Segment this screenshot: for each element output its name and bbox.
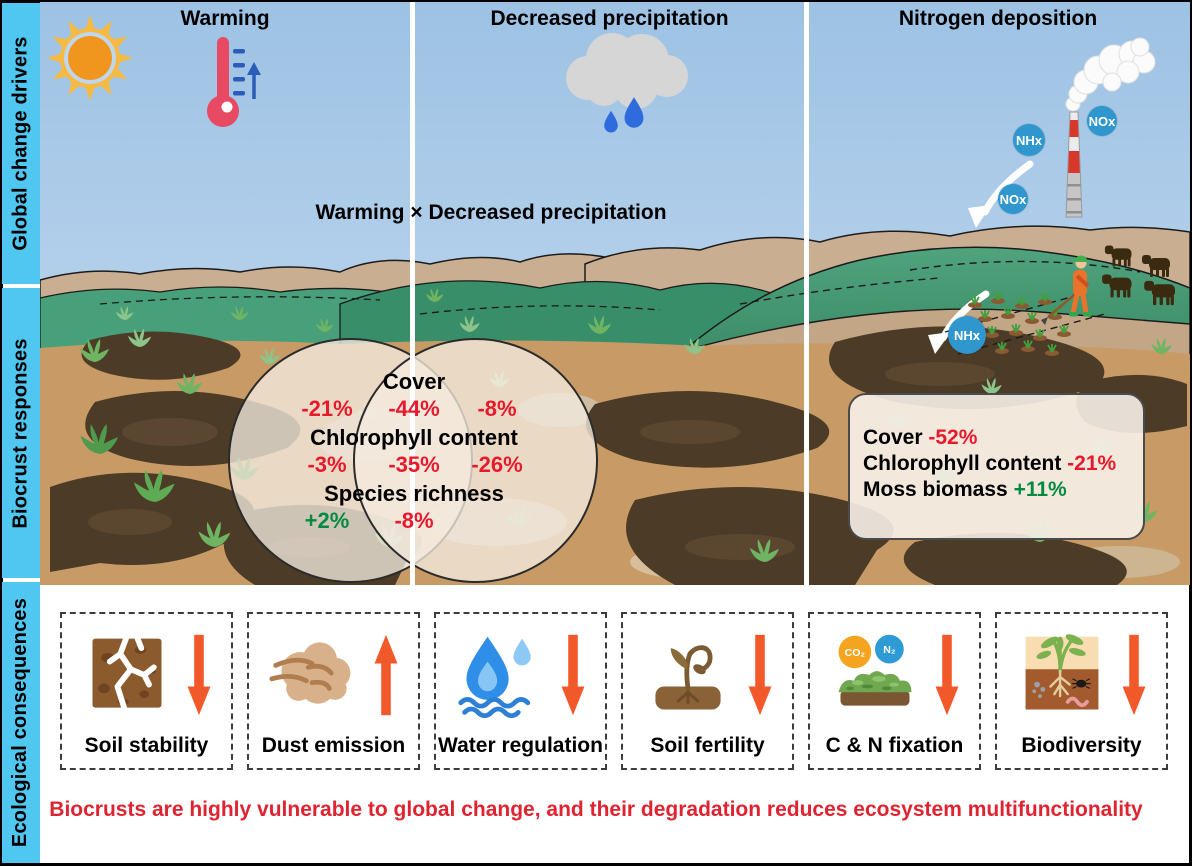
sidebar-section-biocrust-responses: Biocrust responses <box>2 288 40 578</box>
nitrogen-moss-value: +11% <box>1013 478 1067 501</box>
consequence-box-cn-fixation: CO₂ N₂ C & N fixation <box>808 612 981 770</box>
sidebar-label: Biocrust responses <box>9 337 32 529</box>
consequence-label: Biodiversity <box>1021 734 1142 757</box>
smokestack-icon <box>1065 37 1156 218</box>
chlorophyll-warming-value: -3% <box>307 452 347 477</box>
soil-fertility-icon <box>655 645 721 710</box>
worm-icon <box>1065 696 1089 708</box>
water-regulation-icon <box>458 636 531 719</box>
beetle-icon <box>1071 678 1091 689</box>
co2-label: CO₂ <box>845 647 866 659</box>
soil-stability-icon <box>92 635 162 711</box>
precipitation-title: Decreased precipitation <box>490 7 729 30</box>
sidebar-label: Ecological consequences <box>9 597 32 848</box>
n2-label: N₂ <box>883 644 896 656</box>
sun-icon <box>47 15 133 101</box>
cover-warming-value: -21% <box>301 396 353 421</box>
trend-up-arrow-icon <box>374 634 398 716</box>
nitrogen-response-box: Cover -52% Chlorophyll content -21% Moss… <box>848 393 1145 540</box>
consequence-box-soil-stability: Soil stability <box>60 612 233 770</box>
consequence-box-dust-emission: Dust emission <box>247 612 420 770</box>
consequence-label: Soil stability <box>84 734 209 757</box>
consequence-box-water-regulation: Water regulation <box>434 612 607 770</box>
venn-values-chlorophyll: -3% -35% -26% <box>239 452 589 478</box>
consequence-label: C & N fixation <box>825 734 964 757</box>
cover-combined-value: -44% <box>388 396 440 421</box>
panel-divider <box>804 2 809 585</box>
chlorophyll-combined-value: -35% <box>388 452 440 477</box>
consequence-label: Water regulation <box>438 734 603 757</box>
venn-label-cover: Cover <box>382 369 446 394</box>
nitrogen-chlorophyll-line: Chlorophyll content -21% <box>863 452 1117 475</box>
venn-values-cover: -21% -44% -8% <box>239 396 589 422</box>
nitrogen-cover-line: Cover -52% <box>863 426 978 449</box>
trend-down-arrow-icon <box>935 634 959 716</box>
summary-text: Biocrusts are highly vulnerable to globa… <box>49 798 1143 821</box>
nox-bubble: NOx <box>998 184 1028 214</box>
consequence-label: Dust emission <box>261 734 406 757</box>
consequence-box-biodiversity: Biodiversity <box>995 612 1168 770</box>
richness-warming-value: +2% <box>304 508 350 533</box>
sidebar-label: Global change drivers <box>9 36 32 251</box>
nhx-bubble: NHx <box>1013 124 1045 156</box>
trend-down-arrow-icon <box>1122 634 1146 716</box>
trend-down-arrow-icon <box>187 634 211 716</box>
richness-combined-value: -8% <box>394 508 434 533</box>
warming-title: Warming <box>180 7 270 30</box>
chlorophyll-precipitation-value: -26% <box>471 452 523 477</box>
trend-down-arrow-icon <box>748 634 772 716</box>
biodiversity-icon <box>1025 634 1099 710</box>
nox-bubble: NOx <box>1087 106 1117 136</box>
nitrogen-moss-line: Moss biomass +11% <box>863 478 1067 501</box>
venn-values-richness: +2% -8% <box>239 508 589 534</box>
panel-divider <box>410 2 415 585</box>
rain-cloud-icon <box>566 33 688 133</box>
cover-precipitation-value: -8% <box>477 396 517 421</box>
nitrogen-cover-value: -52% <box>928 426 978 449</box>
consequence-label: Soil fertility <box>650 734 765 757</box>
temperature-up-arrow-icon <box>247 62 261 99</box>
n2-circle-icon <box>875 634 904 664</box>
smoke-icon <box>1065 37 1156 112</box>
pebbles-icon <box>1032 681 1046 698</box>
farmer-icon <box>1041 255 1092 325</box>
consequence-box-soil-fertility: Soil fertility <box>621 612 794 770</box>
interaction-label: Warming × Decreased precipitation <box>315 201 667 224</box>
cn-fixation-icon: CO₂ N₂ <box>838 634 912 706</box>
venn-circle-precipitation <box>353 338 598 583</box>
venn-label-richness: Species richness <box>324 481 504 506</box>
dust-emission-icon <box>269 642 351 704</box>
venn-label-chlorophyll: Chlorophyll content <box>310 425 518 450</box>
nhx-bubble: NHx <box>948 316 986 354</box>
trend-down-arrow-icon <box>561 634 585 716</box>
co2-circle-icon <box>838 635 872 669</box>
nitrogen-title: Nitrogen deposition <box>898 7 1098 30</box>
thermometer-icon <box>207 37 261 127</box>
sidebar-section-global-change-drivers: Global change drivers <box>2 3 40 284</box>
nitrogen-chlorophyll-value: -21% <box>1067 452 1117 475</box>
sidebar-section-ecological-consequences: Ecological consequences <box>2 582 40 863</box>
